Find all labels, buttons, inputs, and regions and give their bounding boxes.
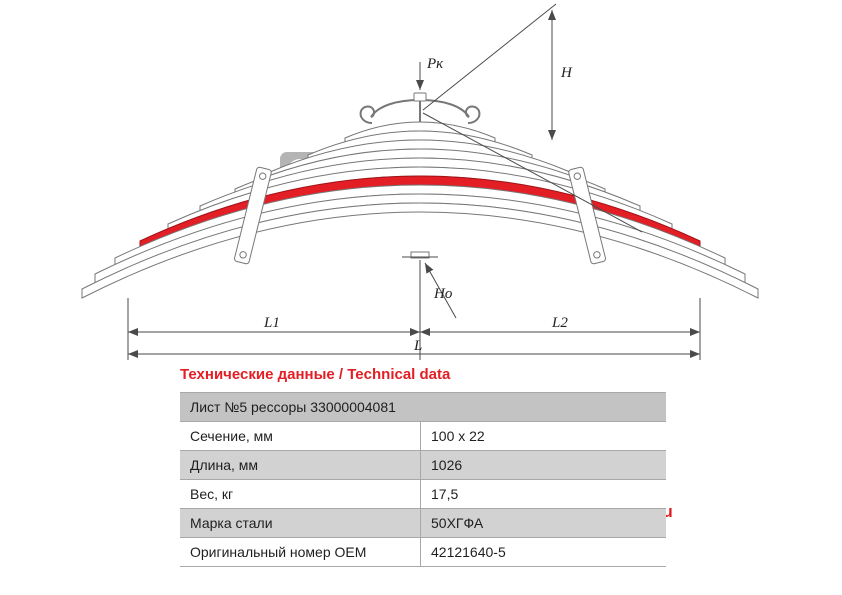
- row-value: 50ХГФА: [420, 509, 666, 537]
- row-value: 100 x 22: [420, 422, 666, 450]
- row-label: Марка стали: [190, 515, 273, 531]
- table-header: Лист №5 рессоры 33000004081: [190, 399, 396, 415]
- leader-red-leaf: [422, 112, 643, 233]
- center-bolt-nut: [410, 251, 430, 259]
- table-row: Оригинальный номер OEM 42121640-5: [180, 538, 666, 567]
- row-label: Длина, мм: [190, 457, 259, 473]
- dimension-label-l2: L2: [551, 315, 568, 331]
- row-value: 1026: [420, 451, 666, 479]
- table-title: Технические данные / Technical data: [180, 366, 451, 383]
- row-label: Вес, кг: [190, 486, 234, 502]
- leaf-spring-drawing: ЧУСОВСКОЙ МЕТАЛЛУРГИЧЕСКИЙ ЗАВОД: [81, 3, 759, 360]
- dimension-lines: [127, 3, 701, 360]
- technical-data-table: Лист №5 рессоры 33000004081 Сечение, мм …: [180, 392, 666, 567]
- table-row: Сечение, мм 100 x 22: [180, 422, 666, 451]
- dimension-label-l1: L1: [263, 315, 280, 331]
- table-row: Марка стали 50ХГФА: [180, 509, 666, 538]
- row-label: Оригинальный номер OEM: [190, 544, 367, 560]
- spring-clamp-left: [234, 166, 272, 265]
- arc-height-leader: [424, 262, 457, 319]
- row-value: 17,5: [420, 480, 666, 508]
- dimension-label-height: H: [560, 65, 573, 81]
- table-row: Вес, кг 17,5: [180, 480, 666, 509]
- row-label: Сечение, мм: [190, 428, 273, 444]
- row-value: 42121640-5: [420, 538, 666, 566]
- table-row: Длина, мм 1026: [180, 451, 666, 480]
- leader-apex-top: [422, 3, 557, 111]
- center-bolt-head: [413, 92, 427, 102]
- dimension-label-total: L: [413, 338, 422, 354]
- dimension-label-load: Pк: [426, 56, 444, 72]
- dimension-label-arc-height: Ho: [433, 286, 453, 302]
- table-header-row: Лист №5 рессоры 33000004081: [180, 393, 666, 422]
- spring-clamp-right: [568, 166, 606, 265]
